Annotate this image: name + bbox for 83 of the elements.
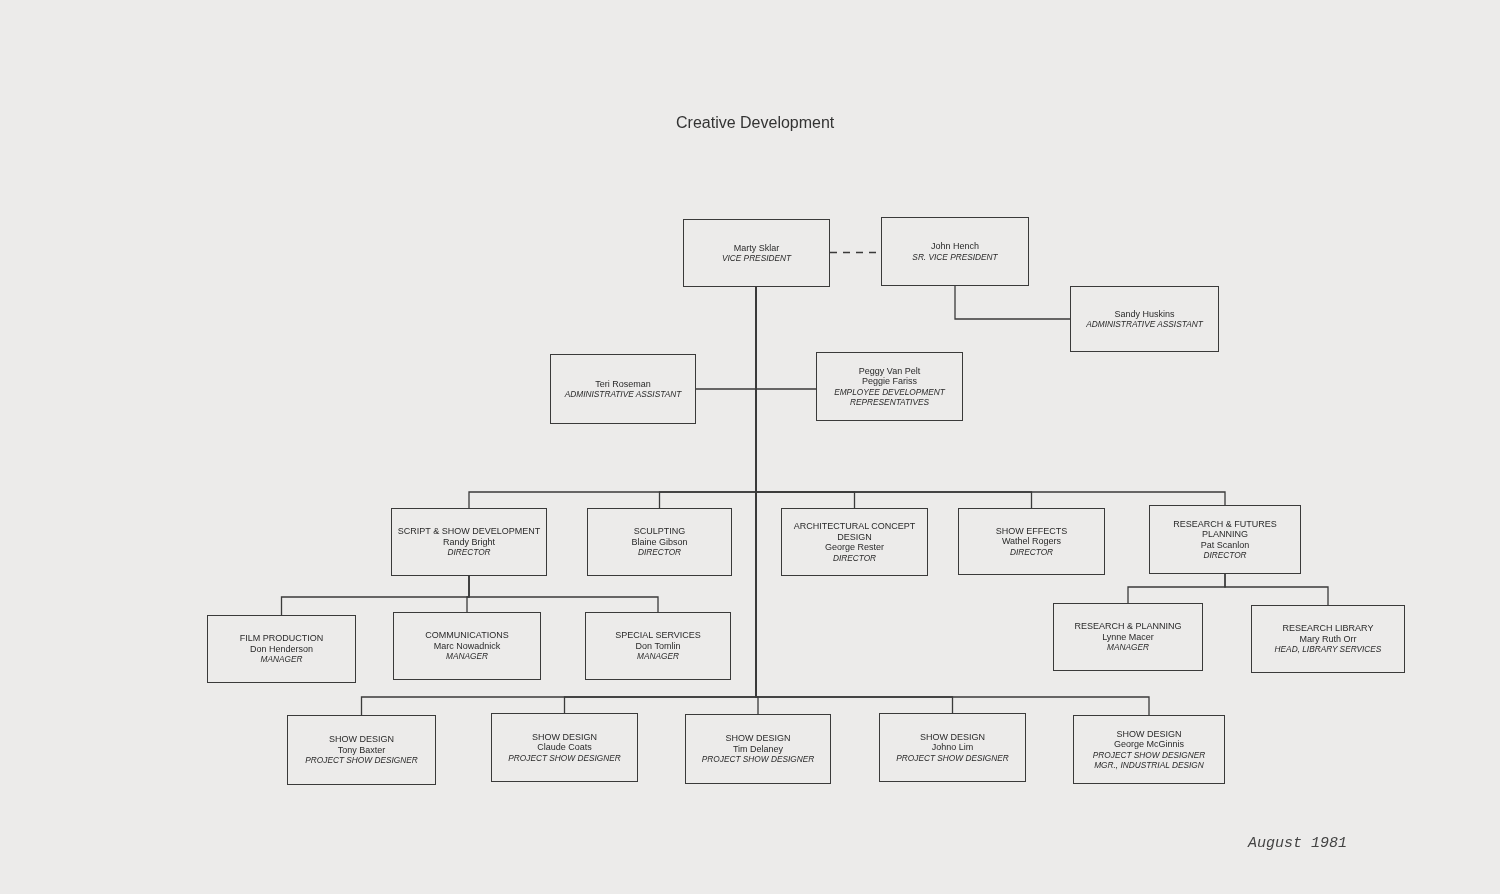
department-name: COMMUNICATIONS: [425, 630, 509, 641]
person-name: Lynne Macer: [1102, 631, 1154, 643]
connector-line: [755, 286, 1150, 716]
org-box: [587, 508, 732, 576]
person-name: Sandy Huskins: [1114, 308, 1175, 319]
person-name: Teri Roseman: [595, 378, 651, 389]
department-name: RESEARCH & FUTURES PLANNING: [1172, 518, 1278, 540]
job-title: DIRECTOR: [1203, 550, 1247, 561]
department-name: SHOW DESIGN: [920, 731, 985, 743]
department-name: SHOW DESIGN: [725, 733, 791, 744]
person-name: Johno Lim: [931, 742, 974, 753]
connector-line: [1224, 573, 1329, 606]
job-title: VICE PRESIDENT: [721, 253, 792, 264]
person-name: Peggie Fariss: [862, 376, 917, 387]
date-label: August 1981: [1248, 835, 1348, 852]
job-title: SR. VICE PRESIDENT: [912, 251, 998, 262]
department-name: SHOW EFFECTS: [995, 525, 1068, 537]
org-box: [685, 714, 831, 784]
org-box: [1053, 603, 1203, 671]
job-title: MANAGER: [260, 654, 303, 665]
org-box: [1251, 605, 1405, 673]
org-box: [683, 219, 830, 287]
job-title: PROJECT SHOW DESIGNER: [701, 754, 815, 765]
department-name: ARCHITECTURAL CONCEPT DESIGN: [792, 521, 917, 542]
person-name: Tony Baxter: [337, 744, 386, 756]
department-name: SCULPTING: [633, 526, 686, 537]
org-box: [585, 612, 731, 680]
person-name: Don Henderson: [249, 643, 313, 655]
org-box: [958, 508, 1105, 575]
org-box: [287, 715, 436, 785]
org-box: [207, 615, 356, 683]
org-box: [1070, 286, 1219, 352]
person-name: Mary Ruth Orr: [1299, 633, 1357, 645]
org-box: [391, 508, 547, 576]
person-name: Marc Nowadnick: [433, 640, 501, 652]
department-name: RESEARCH & PLANNING: [1074, 621, 1182, 632]
person-name: Wathel Rogers: [1001, 536, 1062, 547]
org-box: [550, 354, 696, 424]
department-name: Peggy Van Pelt: [858, 365, 921, 376]
person-name: Blaine Gibson: [631, 536, 688, 548]
job-title: MANAGER: [1107, 642, 1149, 653]
job-title: DIRECTOR: [637, 547, 682, 558]
connector-line: [468, 575, 659, 613]
person-name: Tim Delaney: [732, 743, 784, 755]
person-name: John Hench: [930, 241, 979, 252]
org-box: [816, 352, 963, 421]
job-title: PROJECT SHOW DESIGNER: [305, 755, 418, 766]
person-name: George Rester: [825, 542, 884, 553]
job-title: PROJECT SHOW DESIGNER: [508, 752, 621, 764]
org-box: [881, 217, 1029, 286]
job-title: MANAGER: [637, 651, 679, 662]
job-title: PROJECT SHOW DESIGNER: [1092, 749, 1206, 760]
person-name: Claude Coats: [537, 742, 592, 753]
person-name: Pat Scanlon: [1200, 539, 1250, 550]
org-box: [781, 508, 928, 576]
person-name: Randy Bright: [443, 536, 495, 548]
department-name: FILM PRODUCTION: [239, 633, 324, 644]
job-title: MANAGER: [446, 651, 488, 662]
person-name: Marty Sklar: [733, 242, 780, 253]
job-title: PROJECT SHOW DESIGNER: [896, 752, 1009, 764]
org-box: [1149, 505, 1301, 574]
department-name: SCRIPT & SHOW DEVELOPMENT: [397, 526, 541, 537]
connector-line: [954, 285, 1071, 320]
org-box: [393, 612, 541, 680]
job-title: ADMINISTRATIVE ASSISTANT: [1086, 319, 1203, 330]
person-name: Don Tomlin: [635, 640, 681, 652]
org-box: [491, 713, 638, 782]
chart-title: Creative Development: [676, 114, 835, 132]
job-title: MGR., INDUSTRIAL DESIGN: [1094, 760, 1204, 771]
job-title: HEAD, LIBRARY SERVICES: [1274, 644, 1382, 655]
department-name: SHOW DESIGN: [532, 731, 597, 743]
job-title: EMPLOYEE DEVELOPMENT REPRESENTATIVES: [833, 386, 947, 408]
job-title: DIRECTOR: [1009, 546, 1054, 558]
org-box: [1073, 715, 1225, 784]
department-name: SHOW DESIGN: [329, 734, 394, 745]
job-title: DIRECTOR: [832, 552, 877, 563]
job-title: ADMINISTRATIVE ASSISTANT: [564, 389, 682, 400]
org-box: [879, 713, 1026, 782]
department-name: SHOW DESIGN: [1116, 728, 1182, 739]
department-name: SPECIAL SERVICES: [615, 630, 701, 641]
person-name: George McGinnis: [1114, 739, 1184, 750]
job-title: DIRECTOR: [447, 547, 491, 558]
department-name: RESEARCH LIBRARY: [1282, 623, 1374, 634]
